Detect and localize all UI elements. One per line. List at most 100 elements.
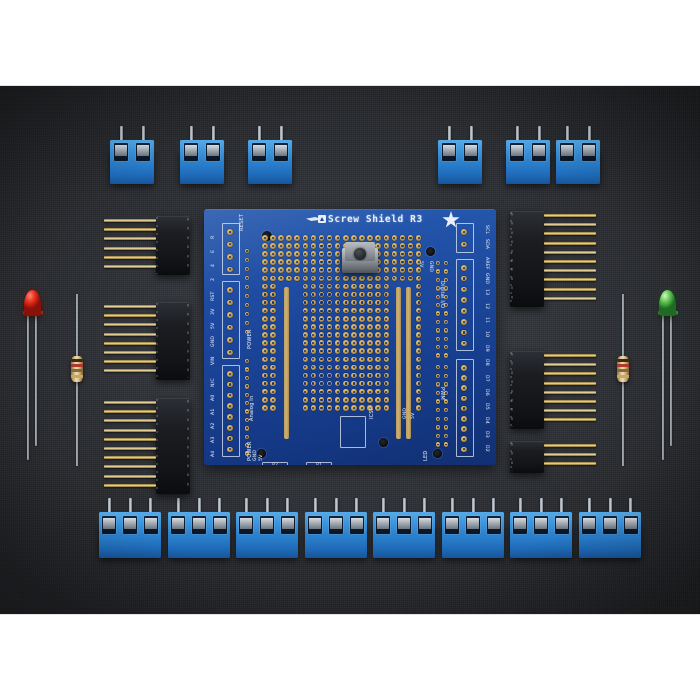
proto-pad [383,332,390,338]
proto-pad [391,259,398,265]
proto-pad [343,388,349,395]
proto-pad [326,324,333,330]
proto-pad [326,275,333,282]
terminal-screw-icon [252,145,266,157]
connector-pad [436,303,441,308]
terminal-block-3pin [236,498,298,558]
terminal-screw-icon [261,518,273,530]
proto-pad [262,356,268,363]
terminal-screw-icon [535,518,547,530]
proto-pad [375,348,381,354]
silk-label: SCL [484,225,489,235]
proto-pad [415,275,422,282]
terminal-screw-cell [559,143,575,161]
proto-pad [310,283,317,290]
proto-pad [318,307,325,314]
header-pin [104,401,156,404]
terminal-pin [539,498,543,516]
proto-pad [399,251,406,257]
silk-label-led: LED [423,450,429,461]
connector-pad [461,308,467,314]
proto-pad [415,340,422,346]
header-pin [104,265,156,268]
proto-pad [415,267,422,273]
connector-pad [245,285,250,290]
proto-pad [391,251,398,257]
connector-pad [245,417,250,423]
terminal-screw-icon [206,145,220,157]
connector-pad [436,425,441,430]
proto-pad [415,364,422,371]
proto-pad [262,267,268,273]
header-pin [544,278,596,281]
proto-pad [415,235,422,241]
proto-pad [407,267,414,273]
stacking-header-right [510,441,596,473]
mounting-hole [257,449,266,458]
connector-pad [444,294,449,299]
terminal-screw-cell [135,143,151,161]
proto-pad [286,235,292,241]
connector-pad [436,416,441,421]
proto-pad [270,291,276,298]
proto-pad [326,243,333,249]
silk-label: 13 [484,289,489,296]
silk-label: D9 [484,345,489,352]
proto-pad [302,364,309,371]
proto-pad [343,372,349,379]
proto-pad [415,243,422,249]
proto-pad [359,405,365,411]
connector-pad [227,254,233,260]
proto-pad [310,356,317,363]
proto-pad [262,372,268,379]
terminal-screw-icon [330,518,342,530]
terminal-screw-cell [602,516,618,534]
connector-pad [461,229,467,235]
silk-label: 10 [484,331,489,338]
proto-pad [318,388,325,395]
proto-pad [351,275,357,282]
proto-pad [343,291,349,298]
proto-pad [278,251,284,257]
silk-label: 4 [211,263,216,267]
proto-pad [415,324,422,330]
proto-pad [326,299,333,306]
silk-outline [222,223,240,275]
proto-pad [326,388,333,395]
proto-pad [270,364,276,371]
header-pin [544,232,596,235]
proto-pad [310,275,317,282]
header-pin [104,484,156,487]
silk-label: GND [211,335,216,347]
terminal-screw-icon [172,518,185,530]
terminal-pin [423,498,427,516]
proto-pad [270,316,276,322]
silk-label: 3V [211,308,216,315]
proto-pad [415,397,422,403]
proto-pad [367,372,373,379]
terminal-screw-cell [183,143,199,161]
silk-outline [456,359,474,457]
proto-pad [334,235,341,241]
connector-pad [245,312,250,317]
proto-pad [343,332,349,338]
terminal-screw-cell [581,143,597,161]
proto-pad [383,405,390,411]
proto-pad [343,307,349,314]
connector-pad [245,401,250,406]
proto-pad [359,235,365,241]
header-pin [544,372,596,375]
connector-pad [444,261,449,266]
proto-pad [270,243,276,249]
connector-pad [245,267,250,272]
proto-pad [326,291,333,298]
proto-pad [262,380,268,387]
proto-pad [359,388,365,395]
silk-label: A4 [211,450,216,457]
stacking-header-left [104,398,190,494]
proto-pad [318,243,325,249]
terminal-pin [471,498,475,516]
connector-pad [227,349,233,356]
connector-pad [436,390,441,396]
terminal-screw-cell [533,516,549,534]
